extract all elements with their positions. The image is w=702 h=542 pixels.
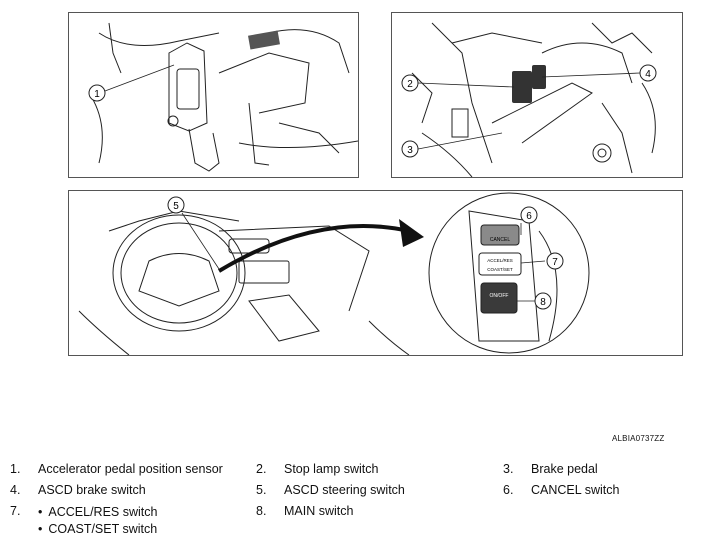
callout-8: 8 (540, 297, 546, 308)
legend-label: MAIN switch (284, 504, 354, 518)
legend-sub-item: COAST/SET switch (38, 521, 157, 538)
callout-6: 6 (526, 211, 532, 222)
legend-sub-item: ACCEL/RES switch (38, 504, 157, 521)
accelerator-pedal-drawing: 1 (88, 22, 358, 172)
callout-1: 1 (94, 89, 100, 100)
main-switch-label: ON/OFF (490, 293, 509, 299)
legend-num: 6. (503, 483, 514, 497)
legend-label: ASCD brake switch (38, 483, 146, 497)
legend-item-5: 5. ASCD steering switch (256, 483, 496, 501)
legend-num: 2. (256, 462, 267, 476)
callout-4: 4 (645, 69, 651, 80)
cancel-switch-label: CANCEL (490, 237, 511, 243)
legend-label: Brake pedal (531, 462, 598, 476)
accelerator-pedal-illustration: 1 (68, 12, 359, 178)
callout-2: 2 (407, 79, 413, 90)
legend-item-7: 7. ACCEL/RES switch COAST/SET switch (10, 504, 250, 540)
legend-label: ASCD steering switch (284, 483, 405, 497)
legend-num: 8. (256, 504, 267, 518)
legend-sublist: ACCEL/RES switch COAST/SET switch (38, 504, 157, 538)
steering-switch-illustration: CANCEL ACCEL/RES COAST/SET ON/OFF 5 6 7 … (68, 190, 683, 356)
legend-label: CANCEL switch (531, 483, 620, 497)
callout-7: 7 (552, 257, 558, 268)
figure-code: ALBIA0737ZZ (612, 434, 665, 443)
brake-pedal-illustration: 2 3 4 (391, 12, 683, 178)
legend-label: Stop lamp switch (284, 462, 379, 476)
coast-set-label: COAST/SET (487, 267, 513, 272)
legend-item-2: 2. Stop lamp switch (256, 462, 496, 480)
legend-item-4: 4. ASCD brake switch (10, 483, 250, 501)
legend-num: 5. (256, 483, 267, 497)
legend-num: 4. (10, 483, 21, 497)
callout-5: 5 (173, 201, 179, 212)
callout-3: 3 (407, 145, 413, 156)
legend-item-8: 8. MAIN switch (256, 504, 496, 522)
legend-num: 7. (10, 504, 21, 518)
brake-pedal-drawing: 2 3 4 (401, 22, 657, 177)
accel-res-label: ACCEL/RES (487, 258, 513, 263)
legend-num: 3. (503, 462, 514, 476)
steering-switch-drawing: CANCEL ACCEL/RES COAST/SET ON/OFF 5 6 7 … (78, 192, 590, 355)
legend-item-1: 1. Accelerator pedal position sensor (10, 462, 250, 480)
legend-item-6: 6. CANCEL switch (503, 483, 693, 501)
legend-label: Accelerator pedal position sensor (38, 462, 223, 476)
legend-item-3: 3. Brake pedal (503, 462, 693, 480)
legend-num: 1. (10, 462, 21, 476)
